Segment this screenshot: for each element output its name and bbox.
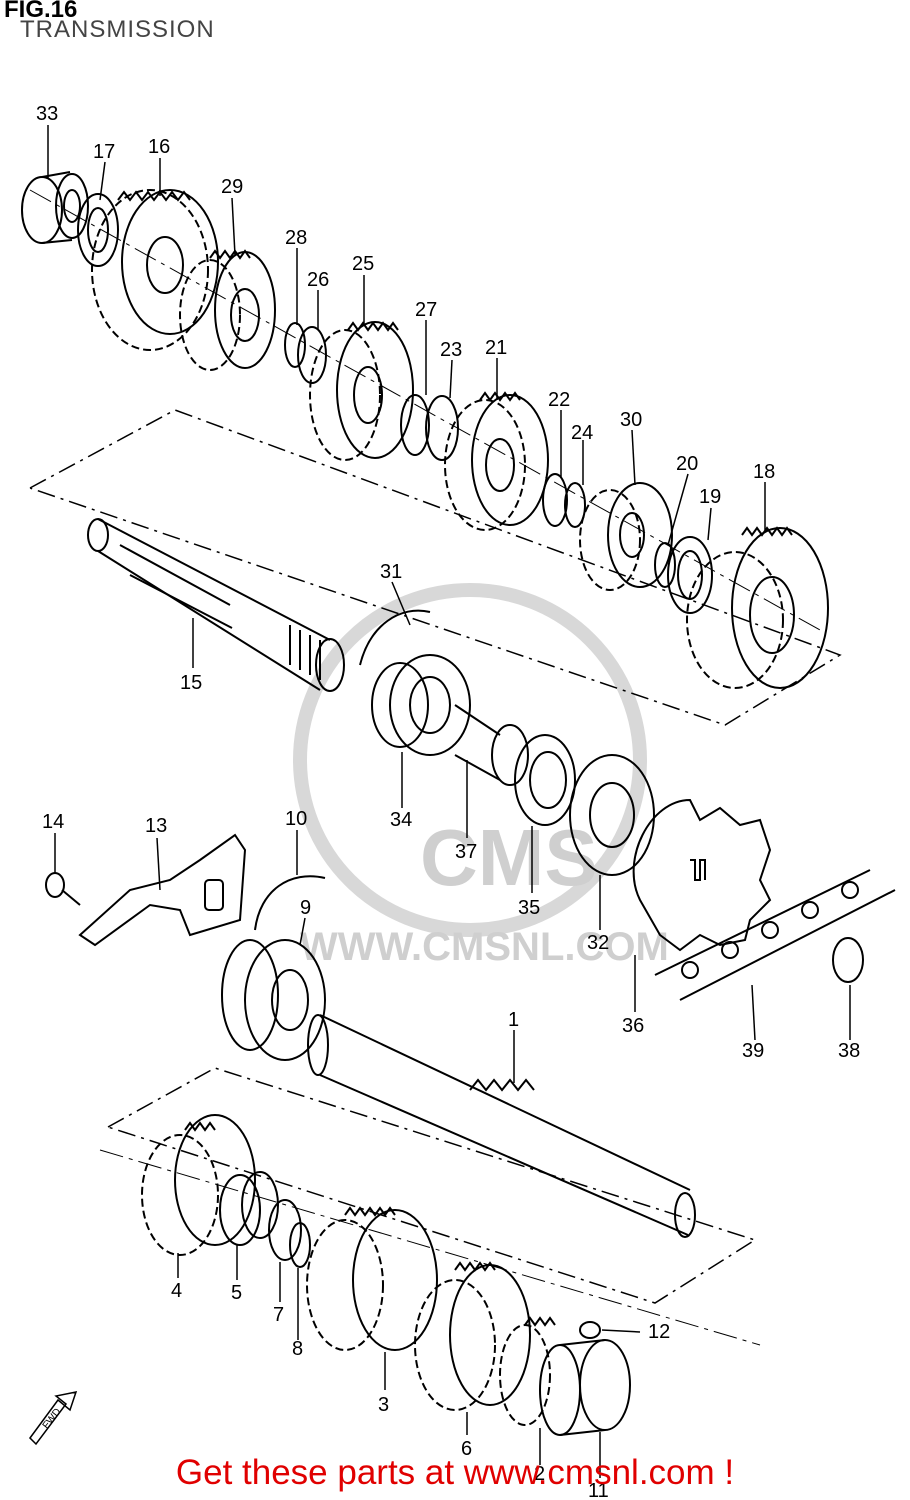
callout-31: 31 bbox=[380, 561, 402, 583]
callout-10: 10 bbox=[285, 808, 307, 830]
part-39-drive-chain bbox=[654, 869, 896, 1001]
part-5-bushing bbox=[219, 1171, 279, 1246]
page-title: TRANSMISSION bbox=[20, 16, 215, 43]
callout-22: 22 bbox=[548, 389, 570, 411]
part-8-circlip bbox=[289, 1222, 311, 1268]
part-4-gear bbox=[141, 1114, 256, 1256]
callout-5: 5 bbox=[231, 1282, 242, 1304]
callout-24: 24 bbox=[571, 422, 593, 444]
part-14-bolt bbox=[45, 872, 81, 906]
callout-19: 19 bbox=[699, 486, 721, 508]
callout-12: 12 bbox=[648, 1321, 670, 1343]
callout-20: 20 bbox=[676, 453, 698, 475]
callout-2: 2 bbox=[534, 1463, 545, 1485]
part-28-circlip bbox=[284, 322, 306, 368]
part-26-washer bbox=[297, 326, 327, 384]
part-1-mainshaft bbox=[307, 1014, 696, 1238]
part-38-chain-clip bbox=[832, 937, 864, 983]
watermark-url: WWW.CMSNL.COM bbox=[300, 925, 669, 969]
callout-27: 27 bbox=[415, 299, 437, 321]
callout-1: 1 bbox=[508, 1009, 519, 1031]
callout-21: 21 bbox=[485, 337, 507, 359]
callout-14: 14 bbox=[42, 811, 64, 833]
figure-number: FIG.16 bbox=[4, 0, 78, 23]
part-20-circlip bbox=[654, 542, 676, 588]
part-34-bearing bbox=[371, 654, 471, 756]
part-37-collar bbox=[454, 704, 529, 786]
callout-6: 6 bbox=[461, 1438, 472, 1460]
part-22-washer bbox=[542, 473, 568, 527]
watermark: CMS WWW.CMSNL.COM bbox=[293, 583, 669, 969]
part-11-needle-bearing bbox=[539, 1339, 631, 1436]
callout-26: 26 bbox=[307, 269, 329, 291]
callout-8: 8 bbox=[292, 1338, 303, 1360]
callout-36: 36 bbox=[622, 1015, 644, 1037]
part-33-needle-bearing bbox=[21, 171, 89, 244]
part-15-countershaft bbox=[87, 518, 345, 692]
watermark-brand: CMS bbox=[420, 813, 598, 902]
part-25-gear bbox=[309, 321, 414, 461]
part-10-circlip bbox=[254, 875, 326, 931]
part-21-gear bbox=[444, 391, 549, 531]
callout-29: 29 bbox=[221, 176, 243, 198]
part-12-pin bbox=[579, 1321, 601, 1339]
callout-17: 17 bbox=[93, 141, 115, 163]
part-27-washer bbox=[400, 394, 430, 456]
callout-7: 7 bbox=[273, 1304, 284, 1326]
callout-30: 30 bbox=[620, 409, 642, 431]
callout-38: 38 bbox=[838, 1040, 860, 1062]
part-17-washer bbox=[77, 193, 119, 267]
callout-32: 32 bbox=[587, 932, 609, 954]
callout-28: 28 bbox=[285, 227, 307, 249]
part-6-gear bbox=[414, 1261, 531, 1411]
callout-37: 37 bbox=[455, 841, 477, 863]
lower-assembly-outline bbox=[107, 1067, 757, 1304]
callout-35: 35 bbox=[518, 897, 540, 919]
callout-numbers: 33 17 16 29 28 26 25 27 23 21 22 24 30 2… bbox=[36, 103, 860, 1500]
callout-23: 23 bbox=[440, 339, 462, 361]
callout-34: 34 bbox=[390, 809, 412, 831]
lower-shaft-axis bbox=[99, 1149, 761, 1346]
callout-4: 4 bbox=[171, 1280, 182, 1302]
callout-18: 18 bbox=[753, 461, 775, 483]
part-29-gear bbox=[179, 249, 276, 371]
callout-16: 16 bbox=[148, 136, 170, 158]
part-3-gear bbox=[306, 1206, 438, 1351]
fwd-arrow-icon: FWD bbox=[29, 1391, 78, 1446]
callout-33: 33 bbox=[36, 103, 58, 125]
footer-parts-link[interactable]: Get these parts at www.cmsnl.com ! bbox=[175, 1453, 735, 1492]
part-30-gear bbox=[579, 482, 673, 591]
callout-25: 25 bbox=[352, 253, 374, 275]
part-31-circlip bbox=[359, 609, 431, 666]
part-36-sprocket bbox=[632, 798, 772, 952]
callout-39: 39 bbox=[742, 1040, 764, 1062]
part-7-washer bbox=[268, 1199, 302, 1261]
callout-9: 9 bbox=[300, 897, 311, 919]
callout-3: 3 bbox=[378, 1394, 389, 1416]
part-35-oil-seal bbox=[514, 734, 576, 826]
callout-15: 15 bbox=[180, 672, 202, 694]
part-32-spacer bbox=[569, 754, 655, 876]
part-18-gear bbox=[686, 526, 829, 689]
part-13-shift-plate bbox=[78, 833, 247, 947]
callout-11: 11 bbox=[588, 1480, 609, 1500]
upper-shaft-axis bbox=[29, 189, 821, 631]
part-2-gear bbox=[499, 1316, 556, 1426]
part-23-washer bbox=[425, 395, 459, 461]
part-9-bearing bbox=[221, 939, 326, 1061]
leader-lines bbox=[47, 125, 851, 1478]
callout-13: 13 bbox=[145, 815, 167, 837]
upper-assembly-outline bbox=[29, 409, 842, 726]
part-24-circlip bbox=[564, 482, 586, 528]
part-16-gear bbox=[91, 189, 219, 351]
